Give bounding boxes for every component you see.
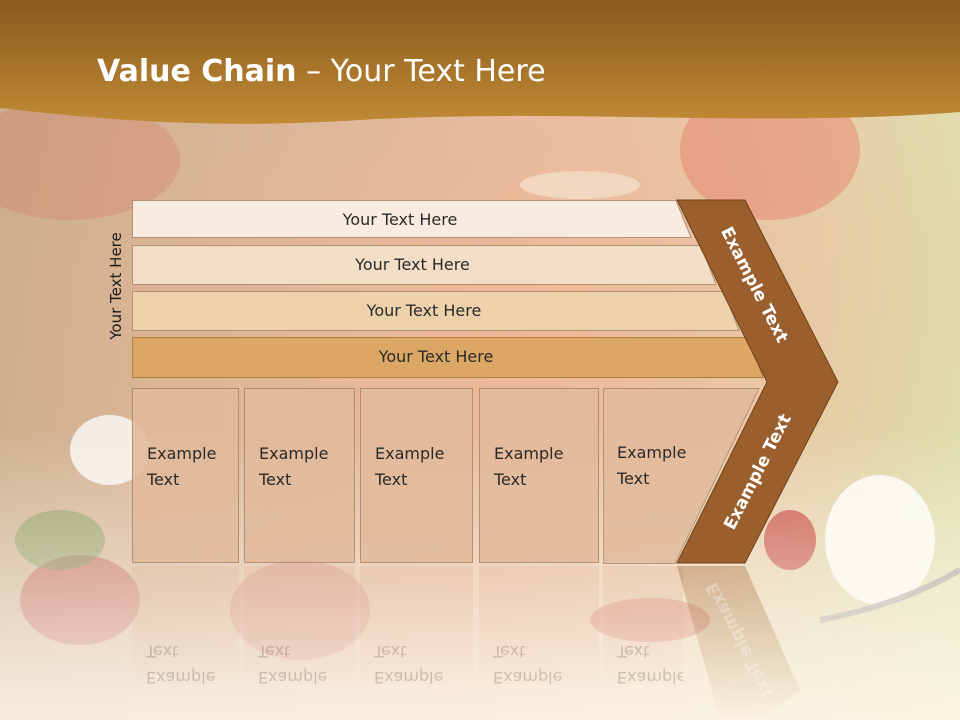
reflection-text: Example Text xyxy=(258,642,328,686)
box-reflection: Example Text xyxy=(244,566,355,686)
activity-box-label: Example Text xyxy=(375,444,445,489)
activity-box-label: Example Text xyxy=(617,443,687,488)
box-reflection: Example Text xyxy=(132,566,239,686)
header-band xyxy=(0,0,960,124)
box-reflection: Example Text xyxy=(603,566,683,686)
reflection-text: Example Text xyxy=(146,642,216,686)
activity-box-5: Example Text xyxy=(603,388,687,563)
title-bold: Value Chain xyxy=(97,54,297,89)
support-row-3: Your Text Here xyxy=(132,291,740,331)
row-label: Your Text Here xyxy=(366,300,482,320)
box-reflection: Example Text xyxy=(479,566,599,686)
row-label: Your Text Here xyxy=(355,254,470,274)
side-label-text: Your Text Here xyxy=(107,232,125,340)
reflection-text: Example Text xyxy=(617,642,683,686)
activity-box-4: Example Text xyxy=(479,388,599,563)
activity-box-1: Example Text xyxy=(132,388,239,563)
page-title: Value Chain – Your Text Here xyxy=(97,54,546,89)
support-row-4: Your Text Here xyxy=(132,337,764,378)
activity-box-label: Example Text xyxy=(147,444,217,489)
row-label: Your Text Here xyxy=(342,209,458,229)
activity-box-label: Example Text xyxy=(494,444,564,489)
row-label: Your Text Here xyxy=(378,346,494,366)
support-row-1: Your Text Here xyxy=(132,200,692,238)
title-rest: – Your Text Here xyxy=(296,54,546,89)
activity-box-3: Example Text xyxy=(360,388,473,563)
box-reflection: Example Text xyxy=(360,566,473,686)
support-row-2: Your Text Here xyxy=(132,245,717,285)
activity-box-label: Example Text xyxy=(259,444,329,489)
activity-box-2: Example Text xyxy=(244,388,355,563)
reflection-text: Example Text xyxy=(493,642,563,686)
reflection-text: Example Text xyxy=(374,642,444,686)
